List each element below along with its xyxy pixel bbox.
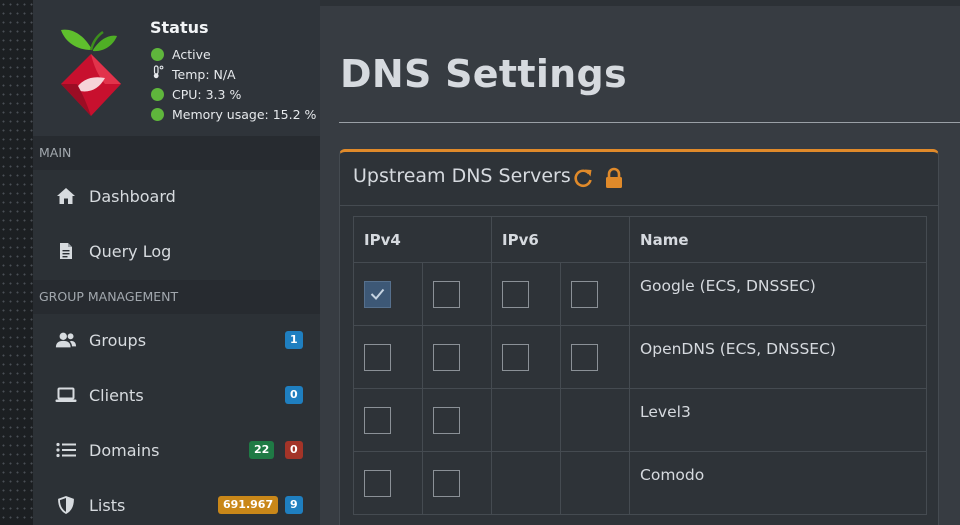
domains-denied-badge: 0 [285,441,303,459]
status-cpu: CPU: 3.3 % [151,85,241,103]
refresh-icon[interactable] [572,167,594,189]
box-header: Upstream DNS Servers [340,152,938,206]
sidebar-item-label: Groups [89,330,147,350]
title-divider [339,122,960,123]
google-ipv6-2-checkbox[interactable] [571,281,599,308]
home-icon [55,185,77,207]
sidebar-item-label: Domains [89,440,160,460]
table-row: Google (ECS, DNSSEC) [353,262,928,326]
upstream-dns-table: IPv4 IPv6 Name Google (ECS, DNSSEC) [352,216,928,515]
lists-count-badge: 9 [285,496,303,514]
level3-ipv4-2-checkbox[interactable] [433,407,460,434]
sidebar-item-label: Dashboard [89,186,176,206]
status-temp-label: Temp: N/A [172,66,236,82]
file-icon [55,240,77,262]
green-dot-icon [151,107,164,121]
lists-domains-badge: 691.967 [218,496,279,514]
status-temp: Temp: N/A [151,65,236,83]
status-active: Active [151,45,211,63]
section-header-group-management: GROUP MANAGEMENT [33,280,320,314]
header-name: Name [629,216,928,263]
comodo-ipv4-1-checkbox[interactable] [364,470,391,497]
comodo-ipv4-2-checkbox[interactable] [433,470,460,497]
green-dot-icon [151,87,164,101]
google-ipv4-2-checkbox[interactable] [433,281,460,308]
header-ipv6: IPv6 [491,216,631,263]
opendns-ipv6-2-checkbox[interactable] [571,344,599,371]
google-ipv4-1-checkbox[interactable] [364,281,391,308]
table-row: OpenDNS (ECS, DNSSEC) [353,325,928,389]
empty-cell [560,451,631,515]
box-title: Upstream DNS Servers [353,165,571,187]
users-icon [55,329,77,351]
sidebar-item-label: Lists [89,495,126,515]
empty-cell [491,388,562,452]
pihole-logo-icon[interactable] [55,20,127,120]
header-ipv4: IPv4 [352,216,493,263]
upstream-dns-box: Upstream DNS Servers IPv4 IPv6 Name [339,149,939,525]
server-name: Google (ECS, DNSSEC) [629,262,928,326]
page-title: DNS Settings [340,52,627,96]
server-name: OpenDNS (ECS, DNSSEC) [629,325,928,389]
lock-icon[interactable] [603,167,625,189]
main-content: DNS Settings Upstream DNS Servers IPv4 I… [320,0,960,525]
google-ipv6-1-checkbox[interactable] [502,281,530,308]
table-row: Level3 [353,388,928,452]
sidebar-item-query-log[interactable]: Query Log [33,225,320,277]
sidebar-item-domains[interactable]: Domains 22 0 [33,424,320,476]
opendns-ipv6-1-checkbox[interactable] [502,344,530,371]
empty-cell [560,388,631,452]
section-header-main: MAIN [33,136,320,170]
status-memory-label: Memory usage: 15.2 % [172,106,317,122]
groups-count-badge: 1 [285,331,303,349]
background-strip [0,0,33,525]
shield-icon [55,494,77,516]
server-name: Comodo [629,451,928,515]
list-icon [55,439,77,461]
domains-allowed-badge: 22 [249,441,275,459]
status-memory: Memory usage: 15.2 % [151,105,316,123]
top-band [320,0,960,6]
empty-cell [491,451,562,515]
table-header-row: IPv4 IPv6 Name [352,216,928,263]
green-dot-icon [151,47,164,61]
sidebar-item-clients[interactable]: Clients 0 [33,369,320,421]
status-panel: Status Active Temp: N/A CPU: 3.3 % Memor… [33,0,320,136]
table-row: Comodo [353,451,928,515]
check-icon [370,288,385,300]
status-active-label: Active [172,46,211,62]
sidebar-item-label: Query Log [89,241,172,261]
status-title: Status [150,18,209,37]
thermometer-icon [151,65,164,83]
sidebar-item-label: Clients [89,385,144,405]
status-cpu-label: CPU: 3.3 % [172,86,242,102]
sidebar-item-dashboard[interactable]: Dashboard [33,170,320,222]
clients-count-badge: 0 [285,386,303,404]
sidebar-item-lists[interactable]: Lists 691.967 9 [33,479,320,525]
sidebar: Status Active Temp: N/A CPU: 3.3 % Memor… [33,0,320,525]
opendns-ipv4-1-checkbox[interactable] [364,344,391,371]
laptop-icon [55,384,77,406]
level3-ipv4-1-checkbox[interactable] [364,407,391,434]
sidebar-item-groups[interactable]: Groups 1 [33,314,320,366]
opendns-ipv4-2-checkbox[interactable] [433,344,460,371]
server-name: Level3 [629,388,928,452]
